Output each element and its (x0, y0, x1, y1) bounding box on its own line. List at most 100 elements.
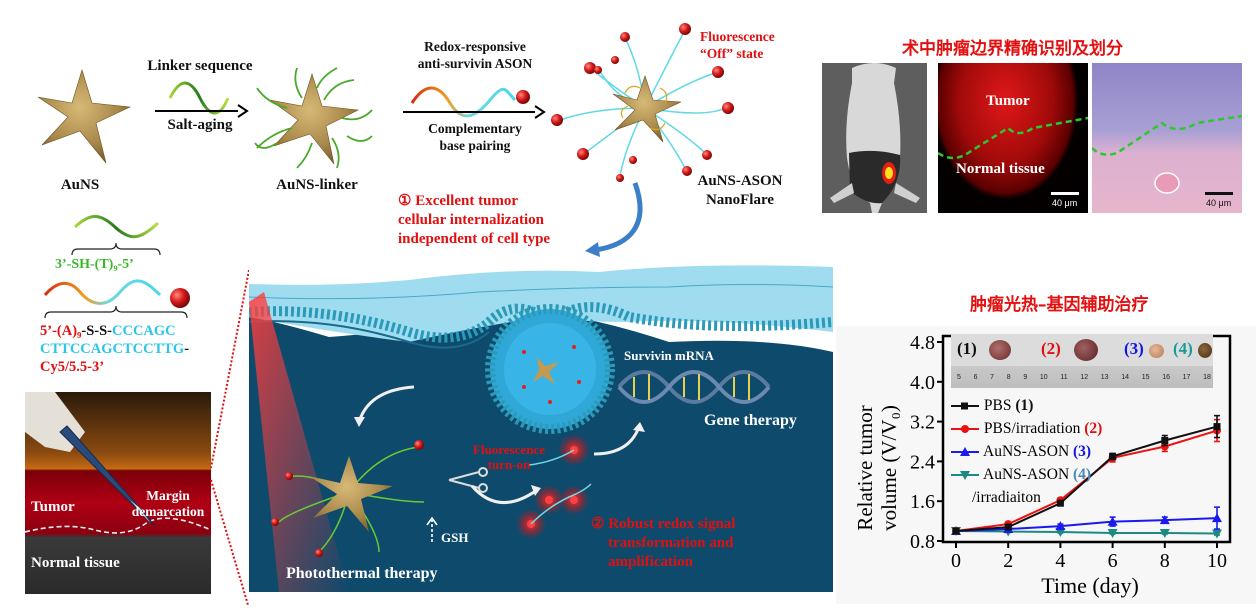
y-tick-label: 1.6 (910, 491, 935, 513)
ruler-number: 15 (1141, 374, 1150, 381)
ruler-number: 8 (1006, 374, 1011, 381)
x-tick-label: 6 (1108, 550, 1118, 572)
data-point (1109, 452, 1117, 460)
x-tick-label: 4 (1055, 550, 1065, 572)
ason-seq-part6: Cy5/5.5-3’ (40, 359, 105, 375)
process-arrow-2 (470, 485, 538, 505)
x-tick-label: 0 (951, 550, 961, 572)
y-axis-label-line1: Relative tumor (853, 405, 877, 530)
base-pairing-line2: base pairing (439, 138, 511, 153)
legend-label: AuNS-ASON (980, 443, 1074, 460)
cell-illustration (249, 262, 833, 592)
ason-sequence-text: 5’-(A)₉-S-S-CCCAGC CTTCCAGCTCCTTG- Cy5/5… (40, 322, 220, 376)
ason-label-line1: Redox-responsive (424, 39, 526, 54)
process-arrow-1 (357, 385, 415, 423)
y-tick-label: 3.2 (910, 412, 935, 434)
off-state-line2: “Off” state (700, 46, 764, 61)
inset-label-3: (3) (1124, 339, 1144, 358)
data-point (1004, 523, 1012, 531)
legend-item: AuNS-ASON (3) (950, 440, 1102, 463)
margin-line2: demarcation (131, 504, 205, 519)
survivin-mrna-label: Survivin mRNA (624, 348, 714, 363)
confocal-normal-label: Normal tissue (956, 161, 1045, 177)
ruler-number: 18 (1203, 374, 1211, 381)
nanoflare-label-line2: NanoFlare (705, 192, 775, 208)
process-arrow-3 (593, 426, 641, 456)
base-pairing-label: Complementary base pairing (400, 120, 550, 154)
arrow-salt-aging (155, 81, 249, 118)
tumor-2-icon (1074, 339, 1098, 361)
data-point (1160, 442, 1169, 451)
nanoflare-label-line1: AuNS-ASON (697, 173, 783, 189)
ason-seq-part2: -S-S- (81, 323, 113, 339)
legend-tag: (2) (1084, 420, 1103, 437)
imaging-title: 术中肿瘤边界精确识别及划分 (902, 39, 1123, 59)
tumor-3-icon (1149, 344, 1164, 358)
cell-mechanism-panel: Survivin mRNA Gene therapy Fluorescence … (249, 262, 833, 592)
pen-icon (59, 425, 155, 526)
redox-line1: ② Robust redox signal (591, 516, 736, 532)
turn-on-line1: Fluorescence (473, 442, 545, 457)
internalization-line3: independent of cell type (398, 231, 551, 247)
nanoflare-icon (551, 23, 734, 182)
data-point (1159, 529, 1170, 539)
x-axis-label: Time (day) (1041, 573, 1139, 598)
ruler-number: 9 (1023, 374, 1028, 381)
synthesis-scheme (37, 23, 734, 257)
surgery-margin-image: Tumor Margin demarcation Normal tissue (25, 392, 211, 594)
nanoflare-label: AuNS-ASON NanoFlare (680, 172, 800, 210)
ruler-number: 14 (1121, 374, 1130, 381)
y-axis-label-line2: volume (V/V₀) (877, 405, 901, 531)
scale-bar-he (1205, 192, 1233, 195)
data-point (1212, 529, 1222, 539)
therapy-title: 肿瘤光热–基因辅助治疗 (970, 295, 1149, 315)
redox-line2: transformation and (608, 535, 734, 551)
data-point (1055, 521, 1066, 531)
photothermal-therapy-label: Photothermal therapy (286, 565, 438, 582)
inset-label-4: (4) (1173, 339, 1193, 358)
linker-sequence-label: Linker sequence (147, 58, 253, 74)
ruler (951, 366, 1213, 388)
y-tick-label: 4.8 (910, 332, 935, 354)
surgery-tumor-label: Tumor (31, 499, 75, 515)
nanoflare-gsh-icon (271, 440, 425, 557)
data-point (1056, 499, 1064, 507)
redox-signal-text: ② Robust redox signal transformation and… (591, 515, 831, 572)
ason-seq-part3: CCCAGC (112, 323, 176, 339)
scale-text-confocal: 40 μm (1052, 198, 1078, 208)
legend-swatch (951, 402, 979, 410)
auns-label: AuNS (60, 177, 100, 193)
ruler-number: 12 (1080, 374, 1089, 381)
data-point (1161, 437, 1169, 445)
ruler-number: 7 (990, 374, 995, 381)
surgery-normal-label: Normal tissue (31, 555, 120, 571)
data-point (1107, 529, 1118, 539)
margin-demarcation-label: Margin demarcation (125, 488, 211, 520)
off-state-label: Fluorescence “Off” state (700, 28, 796, 62)
he-boundary (1092, 114, 1242, 194)
legend-swatch (951, 425, 979, 434)
redox-line3: amplification (608, 554, 693, 570)
inset-label-2: (2) (1041, 339, 1061, 358)
ason-label-line2: anti-survivin ASON (417, 56, 533, 71)
auns-linker-label: AuNS-linker (276, 177, 358, 193)
linker-sequence-text: 3’-SH-(T)₉-5’ (55, 257, 134, 272)
y-tick-label: 0.8 (910, 531, 935, 553)
legend-tag: (4) (1073, 466, 1092, 483)
data-point (952, 527, 960, 535)
legend-item: PBS (1) (950, 394, 1102, 417)
auns-linker-icon (254, 67, 373, 169)
scale-bar-confocal (1051, 192, 1079, 195)
legend-tag: (1) (1015, 397, 1034, 414)
scale-text-he: 40 μm (1206, 198, 1232, 208)
y-tick-label: 2.4 (910, 451, 935, 473)
legend-label: AuNS-ASON (980, 466, 1074, 483)
data-point (1055, 528, 1066, 538)
ason-seq-part5: - (184, 341, 190, 357)
chart-legend: PBS (1) PBS/irradiation (2) AuNS-ASON (3… (950, 394, 1102, 509)
x-tick-label: 10 (1207, 550, 1227, 572)
legend-label: PBS/irradiation (980, 420, 1085, 437)
internalization-text: ① Excellent tumor cellular internalizati… (398, 192, 598, 249)
data-point (1212, 513, 1222, 523)
